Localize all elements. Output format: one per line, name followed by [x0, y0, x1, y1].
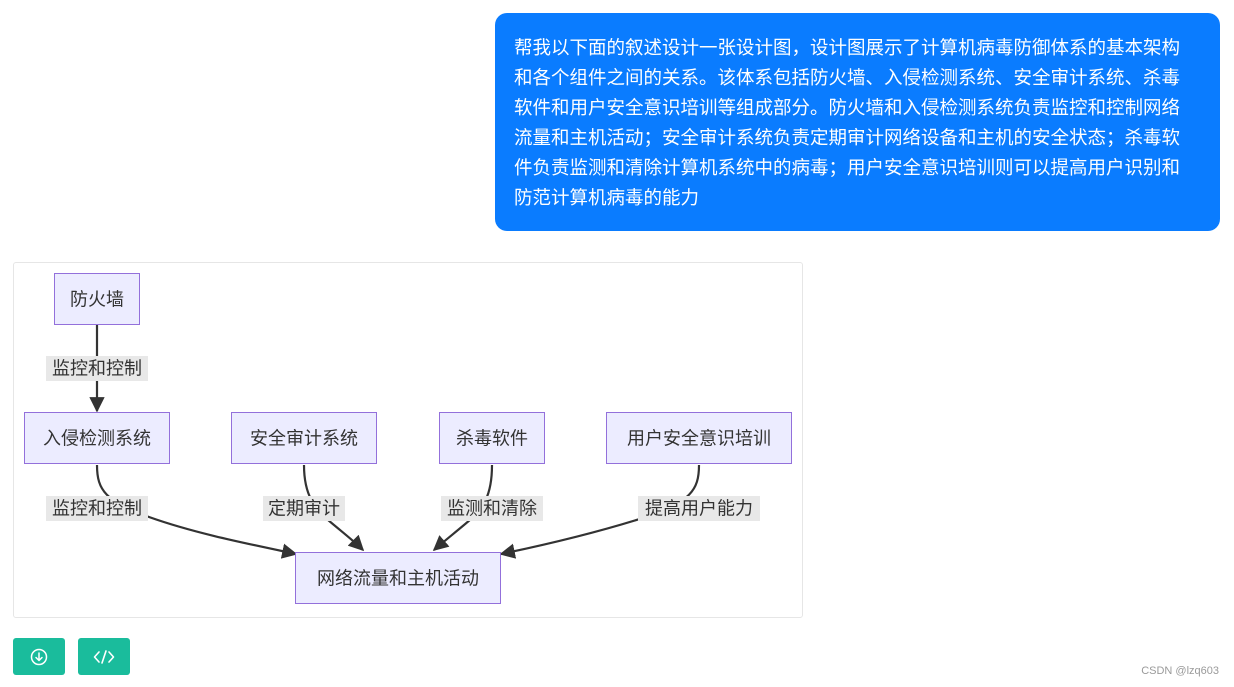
edge-label-text: 监控和控制: [52, 359, 142, 380]
edge-label-text: 提高用户能力: [645, 499, 753, 520]
diagram-card: 监控和控制 监控和控制 定期审计 监测和清除 提高用户能力 防火墙 入侵检测系统: [13, 262, 803, 618]
node-security-training: 用户安全意识培训: [606, 412, 792, 464]
watermark: CSDN @lzq603: [1141, 665, 1219, 677]
edge-label-ids-target: 监控和控制: [46, 496, 148, 521]
message-line-4: 流量和主机活动；安全审计系统负责定期审计网络设备和主机的安全状态；杀毒软: [514, 128, 1181, 149]
message-line-1: 帮我以下面的叙述设计一张设计图，设计图展示了计算机病毒防御体系的基本架构: [514, 38, 1181, 59]
message-line-6: 防范计算机病毒的能力: [514, 188, 700, 209]
download-button[interactable]: [13, 638, 65, 675]
node-label: 网络流量和主机活动: [317, 569, 479, 590]
node-security-audit: 安全审计系统: [231, 412, 377, 464]
code-icon: [93, 649, 115, 664]
edge-label-training-target: 提高用户能力: [638, 496, 760, 521]
node-label: 入侵检测系统: [43, 429, 151, 450]
node-label: 杀毒软件: [456, 429, 528, 450]
edge-label-text: 监控和控制: [52, 499, 142, 520]
edge-audit-target: [302, 464, 365, 552]
message-line-5: 件负责监测和清除计算机系统中的病毒；用户安全意识培训则可以提高用户识别和: [514, 158, 1181, 179]
message-line-2: 和各个组件之间的关系。该体系包括防火墙、入侵检测系统、安全审计系统、杀毒: [514, 68, 1181, 89]
user-message-bubble: 帮我以下面的叙述设计一张设计图，设计图展示了计算机病毒防御体系的基本架构 和各个…: [495, 13, 1220, 231]
edge-label-firewall-ids: 监控和控制: [46, 356, 148, 381]
message-line-3: 软件和用户安全意识培训等组成部分。防火墙和入侵检测系统负责监控和控制网络: [514, 98, 1181, 119]
node-label: 安全审计系统: [250, 429, 358, 450]
edge-label-text: 监测和清除: [447, 499, 537, 520]
node-network-traffic: 网络流量和主机活动: [295, 552, 501, 604]
edge-label-text: 定期审计: [268, 499, 340, 520]
edge-ids-target: [95, 464, 298, 559]
node-antivirus: 杀毒软件: [439, 412, 545, 464]
edge-label-audit-target: 定期审计: [263, 496, 345, 521]
node-label: 用户安全意识培训: [627, 429, 771, 450]
node-intrusion-detection: 入侵检测系统: [24, 412, 170, 464]
flowchart: 监控和控制 监控和控制 定期审计 监测和清除 提高用户能力 防火墙 入侵检测系统: [24, 273, 792, 604]
edge-label-antivirus-target: 监测和清除: [441, 496, 543, 521]
download-icon: [30, 648, 48, 665]
edge-antivirus-target: [432, 464, 494, 552]
node-firewall: 防火墙: [54, 273, 140, 325]
node-label: 防火墙: [70, 290, 124, 311]
view-code-button[interactable]: [78, 638, 130, 675]
